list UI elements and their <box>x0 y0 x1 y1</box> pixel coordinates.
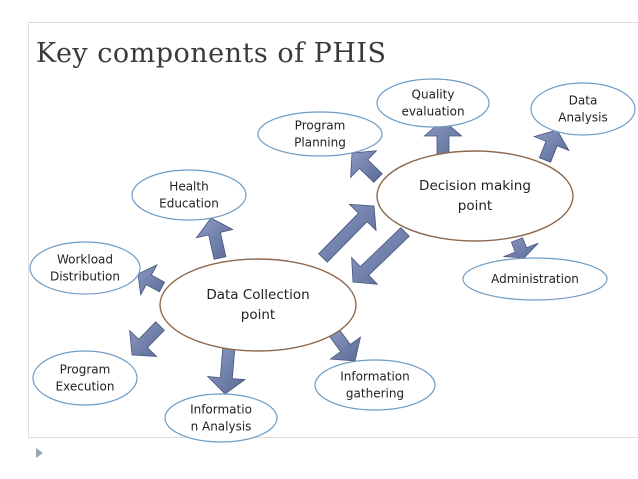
node-label-line: Information <box>340 370 409 384</box>
node-label-line: Program <box>60 363 111 377</box>
node-label-line: Decision making <box>419 178 531 194</box>
node-label-line: Data Collection <box>206 287 309 303</box>
node-information-analysis: Informatio n Analysis <box>164 393 278 443</box>
node-ellipse <box>32 350 138 406</box>
arrow-collect-to-decision-icon <box>318 203 377 263</box>
slide-title: Key components of PHIS <box>36 38 387 69</box>
node-label-line: point <box>458 198 492 214</box>
node-ellipse <box>462 257 608 301</box>
node-ellipse <box>314 359 436 411</box>
node-label-line: Distribution <box>50 270 120 284</box>
node-ellipse <box>159 258 357 352</box>
node-label-line: Quality <box>412 88 455 102</box>
node-ellipse <box>257 111 383 157</box>
arrow-to-health-education-icon <box>195 217 234 260</box>
node-label-line: point <box>241 307 275 323</box>
node-label-line: Planning <box>294 136 346 150</box>
node-administration: Administration <box>462 257 608 301</box>
node-label-line: Health <box>169 180 208 194</box>
node-label-line: Education <box>159 197 219 211</box>
bullet-marker-icon <box>36 448 43 458</box>
node-data-collection-point: Data Collection point <box>159 258 357 352</box>
arrows-layer <box>129 119 570 395</box>
node-ellipse <box>530 82 636 136</box>
left-rule <box>28 22 29 438</box>
node-label-line: n Analysis <box>191 420 252 434</box>
node-label-line: Analysis <box>558 111 607 125</box>
node-label-line: Execution <box>56 380 115 394</box>
node-ellipse <box>164 393 278 443</box>
node-label-line: gathering <box>346 387 404 401</box>
node-ellipse <box>29 241 141 295</box>
node-ellipse <box>376 150 574 242</box>
node-label-line: Administration <box>491 272 579 286</box>
node-label-line: Data <box>569 94 598 108</box>
node-label-line: Program <box>295 119 346 133</box>
node-label-line: Informatio <box>190 403 252 417</box>
node-ellipse <box>131 169 247 221</box>
node-label-line: evaluation <box>401 105 464 119</box>
node-label-line: Workload <box>57 253 113 267</box>
arrow-to-administration-icon <box>503 237 539 259</box>
arrow-to-workload-icon <box>137 264 166 297</box>
arrow-to-information-analysis-icon <box>206 345 247 395</box>
arrow-to-data-analysis-icon <box>533 129 570 163</box>
arrow-decision-to-collect-icon <box>351 227 410 285</box>
node-decision-making-point: Decision making point <box>376 150 574 242</box>
top-rule <box>28 22 638 23</box>
arrow-to-program-planning-icon <box>350 150 383 183</box>
nodes-layer: QualityevaluationDataAnalysisProgramPlan… <box>29 78 636 443</box>
node-ellipse <box>376 78 490 128</box>
node-information-gathering: Information gathering <box>314 359 436 411</box>
node-quality-evaluation: Quality evaluation <box>376 78 490 128</box>
bottom-rule <box>28 437 638 438</box>
arrow-to-program-execution-icon <box>129 321 165 357</box>
